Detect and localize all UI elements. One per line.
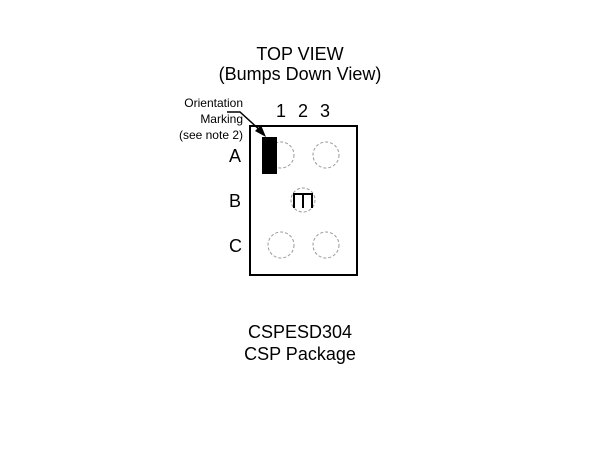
annotation-line-1: Orientation [184,96,243,110]
annotation-line-3: (see note 2) [178,128,243,142]
package-outline [249,125,358,276]
annotation-line-2: Marking [200,112,243,126]
row-label-c: C [229,236,242,256]
column-label-3: 3 [320,101,331,121]
column-label-1: 1 [276,101,287,121]
package-name: CSP Package [244,344,356,364]
bump-c1 [267,231,295,259]
title: TOP VIEW [256,44,344,64]
bump-a3 [312,141,340,169]
ground-symbol-icon [293,193,313,208]
column-label-2: 2 [298,101,309,121]
row-label-a: A [229,146,242,166]
part-number: CSPESD304 [247,322,353,342]
orientation-marking [262,137,277,174]
arrowhead-icon [255,125,266,137]
bump-b2 [290,187,316,213]
row-label-b: B [229,191,242,211]
subtitle: (Bumps Down View) [218,64,382,84]
annotation-leader-line [227,111,263,133]
bump-c3 [312,231,340,259]
